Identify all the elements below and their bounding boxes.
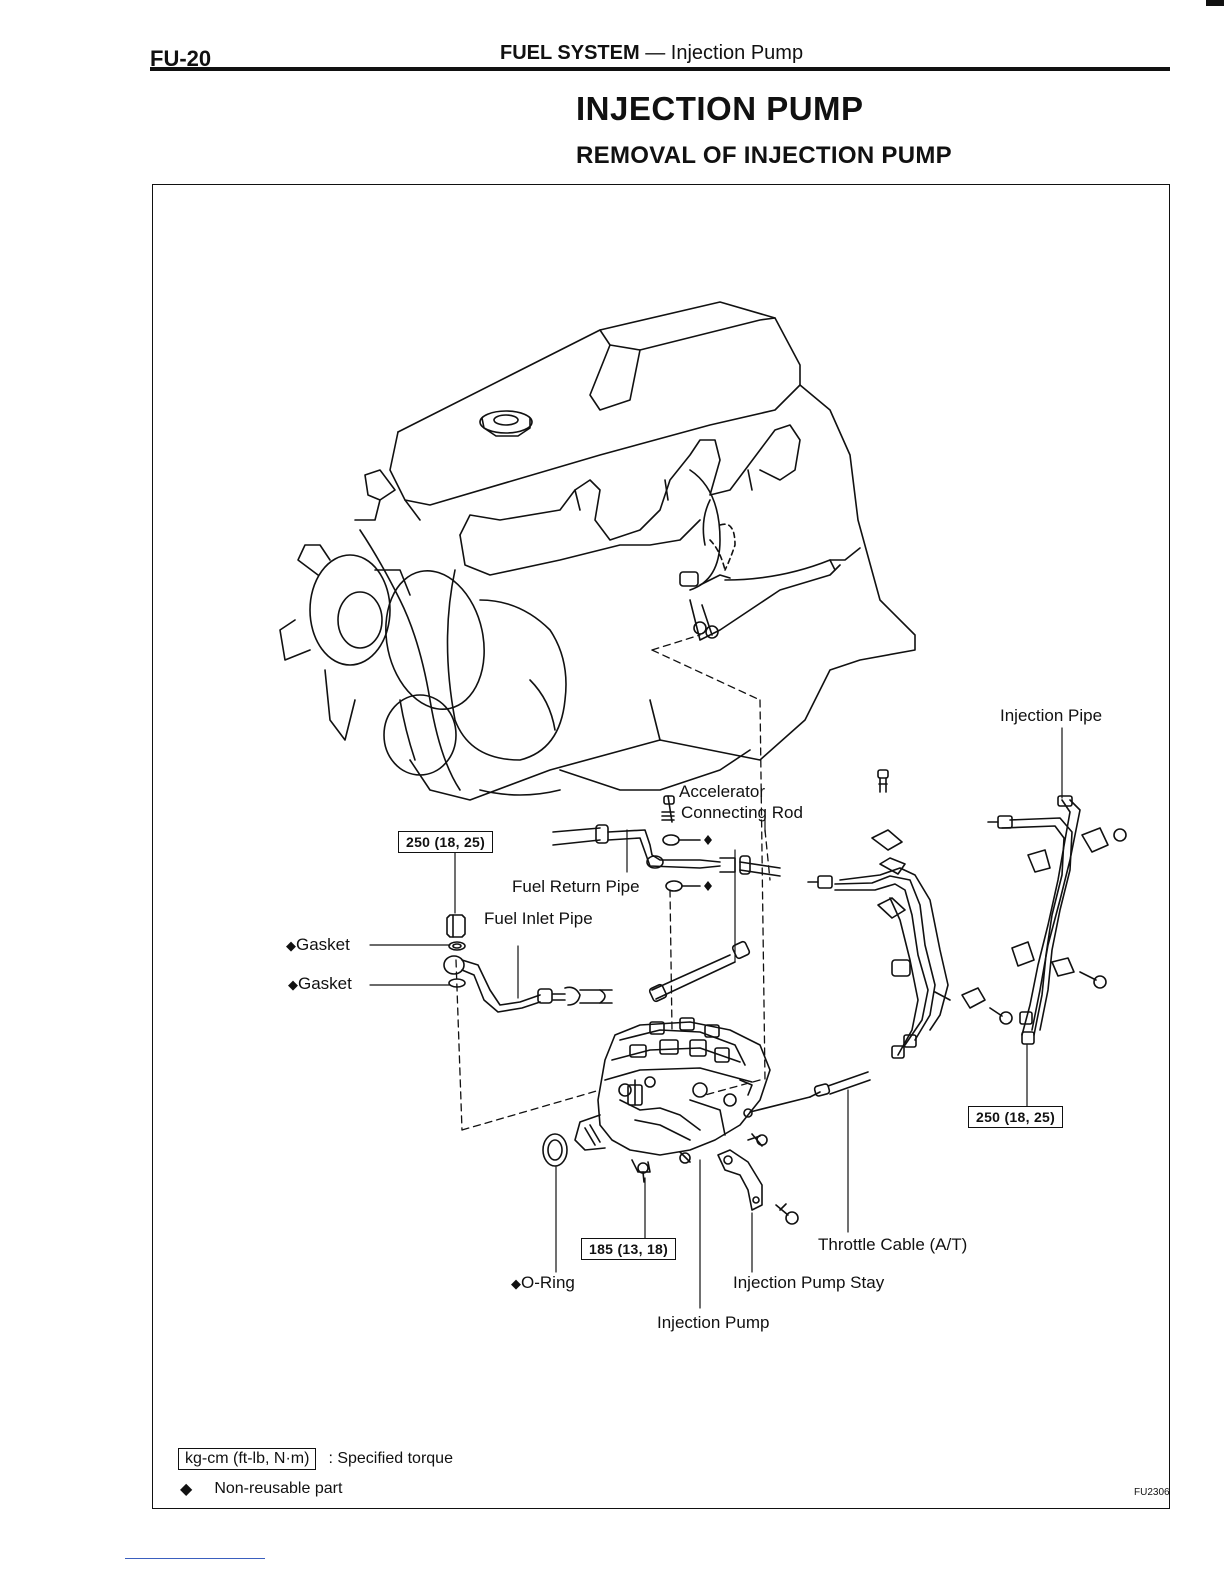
running-head-subsection: Injection Pump <box>670 42 804 64</box>
legend-torque: kg-cm (ft-lb, N·m) : Specified torque <box>178 1448 453 1470</box>
page-title: INJECTION PUMP <box>576 90 864 127</box>
throttle-cable-drawing <box>743 1071 871 1118</box>
gasket-upper-text: Gasket <box>296 935 350 954</box>
label-connecting-rod: Connecting Rod <box>681 803 803 822</box>
page-subtitle: REMOVAL OF INJECTION PUMP <box>576 142 952 169</box>
gasket-lower-text: Gasket <box>298 974 352 993</box>
label-injection-pump: Injection Pump <box>657 1313 770 1332</box>
engine-block-drawing <box>279 301 916 801</box>
torque-box-injection-pipe: 250 (18, 25) <box>968 1106 1064 1128</box>
label-injection-pipe: Injection Pipe <box>1000 706 1103 725</box>
injection-pump-drawing <box>542 1017 771 1183</box>
legend-torque-desc: : Specified torque <box>328 1450 453 1467</box>
non-reusable-markers-drawing <box>704 835 712 891</box>
page-number: FU-20 <box>150 46 212 71</box>
legend-torque-unit: kg-cm (ft-lb, N·m) <box>178 1448 317 1470</box>
label-throttle-cable: Throttle Cable (A/T) <box>818 1235 968 1254</box>
label-o-ring: ◆O-Ring <box>511 1273 575 1293</box>
label-fuel-inlet-pipe: Fuel Inlet Pipe <box>484 909 593 928</box>
footer-rule <box>125 1558 265 1559</box>
injection-pipes-drawing <box>807 769 1127 1059</box>
corner-mark <box>1206 0 1224 6</box>
label-gasket-upper: ◆Gasket <box>286 935 350 955</box>
label-accelerator: Accelerator <box>679 782 765 801</box>
running-head: FUEL SYSTEM — Injection Pump <box>500 42 803 65</box>
legend-non-reusable-desc: Non-reusable part <box>214 1480 343 1497</box>
figure-code: FU2306 <box>1134 1487 1170 1498</box>
diagram-frame <box>152 184 1170 1509</box>
torque-box-union-bolt: 250 (18, 25) <box>398 831 494 853</box>
label-injection-pump-stay: Injection Pump Stay <box>733 1273 885 1292</box>
legend-diamond-icon: ◆ <box>180 1481 193 1498</box>
assembly-guide-lines <box>455 634 771 1131</box>
non-reusable-icon: ◆ <box>511 1276 521 1291</box>
accelerator-connecting-rod-drawing <box>552 795 781 892</box>
non-reusable-icon: ◆ <box>288 977 298 992</box>
running-head-section: FUEL SYSTEM <box>500 42 640 64</box>
o-ring-text: O-Ring <box>521 1273 575 1292</box>
running-head-separator: — <box>645 42 666 64</box>
non-reusable-icon: ◆ <box>286 938 296 953</box>
fuel-return-pipe-drawing <box>648 940 751 1003</box>
header-rule <box>150 67 1170 71</box>
torque-box-pump-bolt: 185 (13, 18) <box>581 1238 677 1260</box>
injection-pump-stay-drawing <box>717 1133 799 1225</box>
label-fuel-return-pipe: Fuel Return Pipe <box>512 877 640 896</box>
leader-lines <box>369 727 1063 1309</box>
label-gasket-lower: ◆Gasket <box>288 974 352 994</box>
fuel-inlet-pipe-drawing <box>443 914 613 1013</box>
legend-non-reusable: ◆ Non-reusable part <box>180 1479 342 1499</box>
